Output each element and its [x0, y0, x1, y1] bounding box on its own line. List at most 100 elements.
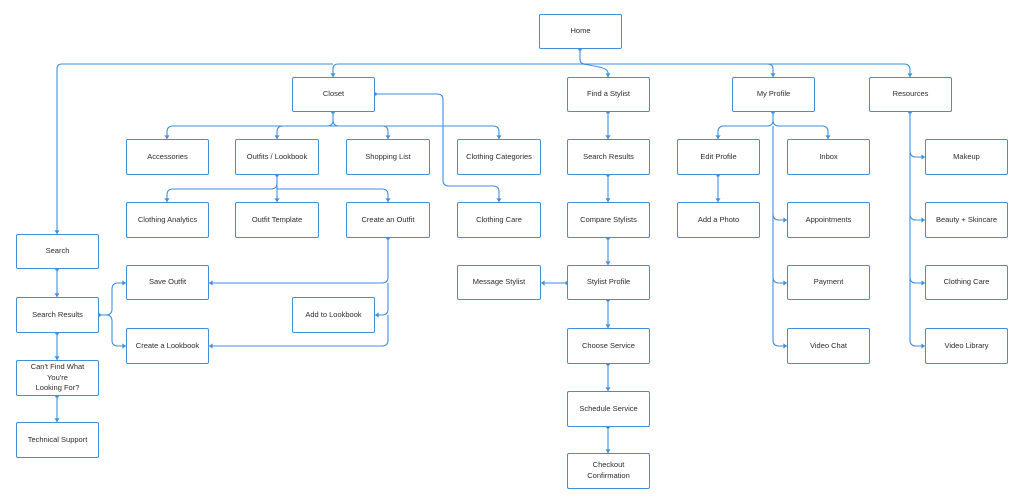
arrowhead [330, 73, 336, 77]
node-my-profile[interactable]: My Profile [732, 77, 815, 112]
node-makeup[interactable]: Makeup [925, 139, 1008, 175]
node-beauty-skincare[interactable]: Beauty + Skincare [925, 202, 1008, 238]
node-cant-find-label-line-2: Looking For? [35, 383, 80, 393]
link-resources-makeup [909, 150, 925, 158]
arrowhead [605, 73, 611, 77]
node-technical-support[interactable]: Technical Support [16, 422, 99, 458]
node-message-stylist[interactable]: Message Stylist [457, 265, 541, 300]
arrowhead [770, 73, 776, 77]
link-results-lookbook [105, 314, 126, 347]
node-shopping-list[interactable]: Shopping List [346, 139, 430, 175]
arrowhead [783, 343, 787, 349]
node-payment[interactable]: Payment [787, 265, 870, 300]
node-edit-profile[interactable]: Edit Profile [677, 139, 760, 175]
node-schedule-service[interactable]: Schedule Service [567, 391, 650, 427]
node-outfit-template[interactable]: Outfit Template [235, 202, 319, 238]
node-outfits-lookbook[interactable]: Outfits / Lookbook [235, 139, 319, 175]
arrowhead [783, 280, 787, 286]
arrowhead [921, 154, 925, 160]
arrowhead [122, 280, 126, 286]
node-clothing-care-closet[interactable]: Clothing Care [457, 202, 541, 238]
node-create-outfit[interactable]: Create an Outfit [346, 202, 430, 238]
arrowhead [541, 280, 545, 286]
node-message-stylist-label: Message Stylist [472, 277, 526, 287]
link-closet-clothing-care [375, 93, 500, 202]
arrowhead [385, 198, 391, 202]
node-clothing-categories[interactable]: Clothing Categories [457, 139, 541, 175]
link-closet-categories [332, 119, 500, 139]
link-home-my-profile [580, 63, 774, 77]
node-clothing-analytics[interactable]: Clothing Analytics [126, 202, 209, 238]
arrowhead [783, 217, 787, 223]
link-closet-accessories [166, 112, 334, 139]
node-add-to-lookbook-label: Add to Lookbook [305, 309, 362, 319]
node-search-label: Search [45, 246, 70, 256]
link-profile-inbox [772, 119, 829, 139]
node-accessories[interactable]: Accessories [126, 139, 209, 175]
arrowhead [921, 217, 925, 223]
node-technical-support-label: Technical Support [27, 434, 88, 444]
node-create-lookbook[interactable]: Create a Lookbook [126, 328, 209, 364]
node-compare-stylists[interactable]: Compare Stylists [567, 202, 650, 238]
node-payment-label: Payment [813, 277, 844, 287]
node-home[interactable]: Home [539, 14, 622, 49]
node-stylist-profile[interactable]: Stylist Profile [567, 265, 650, 300]
node-clothing-categories-label: Clothing Categories [466, 151, 532, 161]
link-closet-shopping [333, 125, 389, 139]
link-resources-beauty [909, 213, 925, 221]
node-add-to-lookbook[interactable]: Add to Lookbook [292, 297, 375, 333]
node-stylist-search-results-label: Search Results [583, 151, 634, 161]
arrowhead [605, 324, 611, 328]
link-profile-spine [772, 126, 787, 347]
arrowhead [921, 343, 925, 349]
arrowhead [54, 418, 60, 422]
node-choose-service[interactable]: Choose Service [567, 328, 650, 364]
node-clothing-care-closet-label: Clothing Care [476, 214, 522, 224]
node-closet[interactable]: Closet [292, 77, 375, 112]
node-stylist-profile-label: Stylist Profile [586, 277, 631, 287]
arrowhead [715, 135, 721, 139]
arrowhead [825, 135, 831, 139]
node-inbox[interactable]: Inbox [787, 139, 870, 175]
arrowhead [496, 135, 502, 139]
node-search-results-label: Search Results [32, 309, 83, 319]
arrowhead [605, 387, 611, 391]
arrowhead [274, 135, 280, 139]
link-home-closet [332, 63, 580, 77]
arrowhead [907, 73, 913, 77]
link-create-save [209, 238, 389, 284]
node-home-label: Home [570, 26, 591, 36]
node-checkout-confirmation-label: Checkout Confirmation [587, 460, 630, 480]
arrowhead [496, 198, 502, 202]
node-accessories-label: Accessories [147, 151, 188, 161]
node-choose-service-label: Choose Service [582, 340, 635, 350]
node-compare-stylists-label: Compare Stylists [580, 214, 637, 224]
node-save-outfit-label: Save Outfit [148, 277, 187, 287]
arrowhead [715, 198, 721, 202]
arrowhead [385, 135, 391, 139]
link-profile-payment [772, 276, 787, 284]
node-clothing-care-resources-label: Clothing Care [943, 277, 990, 287]
link-create-add [375, 283, 389, 316]
arrowhead [54, 230, 60, 234]
node-add-photo[interactable]: Add a Photo [677, 202, 760, 238]
node-makeup-label: Makeup [953, 151, 980, 161]
node-appointments-label: Appointments [805, 214, 852, 224]
node-search[interactable]: Search [16, 234, 99, 269]
node-search-results[interactable]: Search Results [16, 297, 99, 333]
arrowhead [605, 261, 611, 265]
node-appointments[interactable]: Appointments [787, 202, 870, 238]
node-save-outfit[interactable]: Save Outfit [126, 265, 209, 300]
link-home-search [56, 63, 333, 234]
node-cant-find[interactable]: Can't Find What You're Looking For? [16, 360, 99, 396]
node-find-stylist[interactable]: Find a Stylist [567, 77, 650, 112]
node-clothing-care-resources[interactable]: Clothing Care [925, 265, 1008, 300]
node-schedule-service-label: Schedule Service [579, 403, 638, 413]
node-stylist-search-results[interactable]: Search Results [567, 139, 650, 175]
node-resources[interactable]: Resources [869, 77, 952, 112]
node-video-chat[interactable]: Video Chat [787, 328, 870, 364]
node-video-library[interactable]: Video Library [925, 328, 1008, 364]
node-checkout-confirmation[interactable]: Checkout Confirmation [567, 453, 650, 489]
